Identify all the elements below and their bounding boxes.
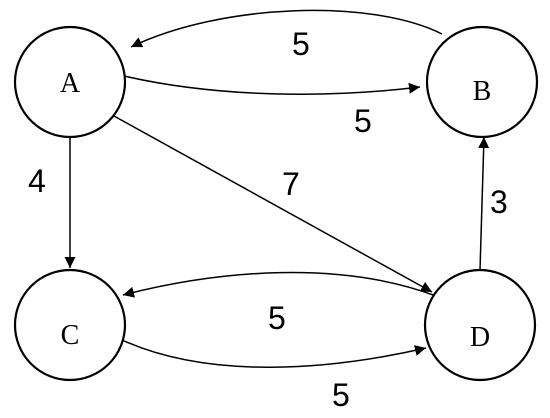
weight-label-a-to-b: 5: [354, 103, 372, 139]
edge-d-to-b: [478, 136, 490, 271]
weight-label-a-to-c: 4: [28, 163, 46, 199]
edge-weights-group: 5 5 4 7 3 5 5: [28, 26, 508, 413]
weight-label-c-to-d: 5: [332, 377, 350, 413]
node-label-c: C: [61, 320, 80, 351]
node-circle-c: [13, 268, 127, 382]
edge-d-to-c: [122, 271, 437, 298]
node-label-d: D: [470, 322, 490, 353]
edge-c-to-d: [121, 339, 427, 368]
node-a: A: [13, 25, 127, 139]
node-circle-a: [13, 25, 127, 139]
weight-label-b-to-a: 5: [292, 26, 310, 62]
node-d: D: [423, 268, 537, 382]
weight-label-d-to-c: 5: [268, 300, 286, 336]
weight-label-a-to-d: 7: [282, 166, 300, 202]
node-b: B: [425, 25, 539, 139]
node-label-b: B: [473, 76, 492, 107]
weight-label-d-to-b: 3: [490, 184, 508, 220]
edges-group: [64, 9, 490, 368]
edge-a-to-d: [113, 115, 433, 293]
node-circle-b: [425, 25, 539, 139]
node-circle-d: [423, 268, 537, 382]
edge-b-to-a: [130, 9, 443, 48]
node-c: C: [13, 268, 127, 382]
edge-a-to-b: [123, 75, 421, 95]
node-label-a: A: [60, 68, 81, 99]
